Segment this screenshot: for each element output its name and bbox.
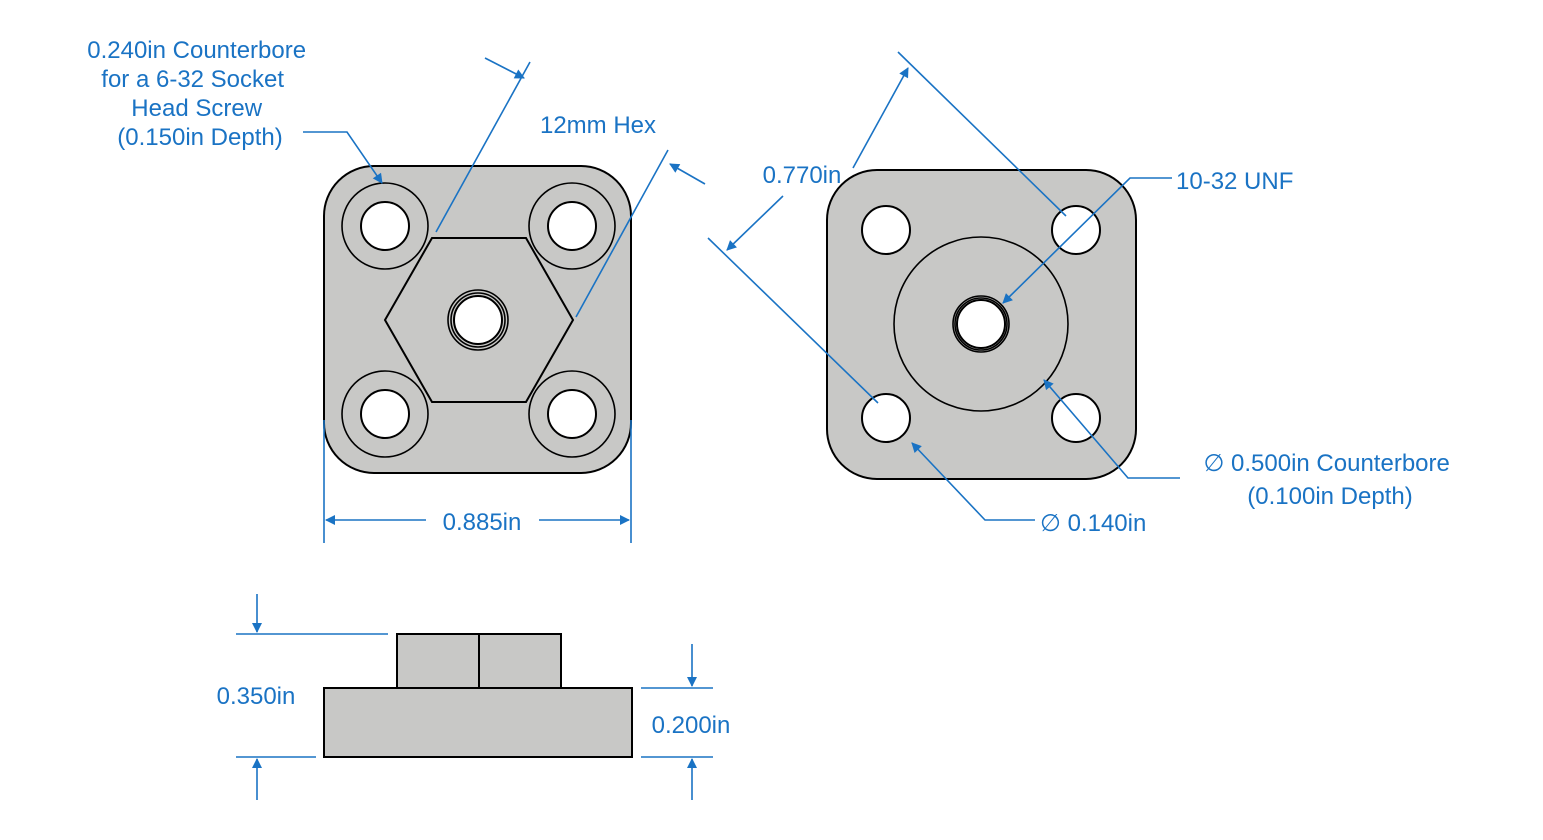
base-height-label: 0.200in	[652, 712, 731, 739]
counterbore-large	[893, 236, 1069, 412]
side-view: 0.350in 0.200in	[217, 594, 731, 800]
thread-label: 10-32 UNF	[1176, 168, 1293, 195]
thread-hole-outer	[952, 295, 1010, 353]
counterbore-hole-tl	[341, 182, 429, 270]
hole-spacing-label: 0.770in	[763, 162, 842, 189]
center-thread-hole	[453, 295, 503, 345]
counterbore-hole-br	[528, 370, 616, 458]
top-view: 0.885in 12mm Hex 0.240in Counterbore for…	[87, 37, 706, 543]
center-thread-outer	[447, 289, 509, 351]
counterbore-hole-bl	[341, 370, 429, 458]
counterbore-top-label: 0.240in Counterbore for a 6-32 Socket He…	[87, 37, 313, 151]
mounting-hole-tl	[861, 205, 911, 255]
thread-hole	[956, 299, 1006, 349]
counterbore-hole-tr	[528, 182, 616, 270]
total-height-label: 0.350in	[217, 683, 296, 710]
hex-label: 12mm Hex	[540, 112, 656, 139]
counterbore-bottom-label: ∅ 0.500in Counterbore (0.100in Depth)	[1203, 450, 1456, 510]
mounting-hole-bl	[861, 393, 911, 443]
side-view-base	[323, 687, 633, 758]
bottom-view: 0.770in 10-32 UNF ∅ 0.500in Counterbore …	[707, 51, 1456, 537]
width-label: 0.885in	[443, 509, 522, 536]
hole-dia-label: ∅ 0.140in	[1040, 510, 1146, 537]
